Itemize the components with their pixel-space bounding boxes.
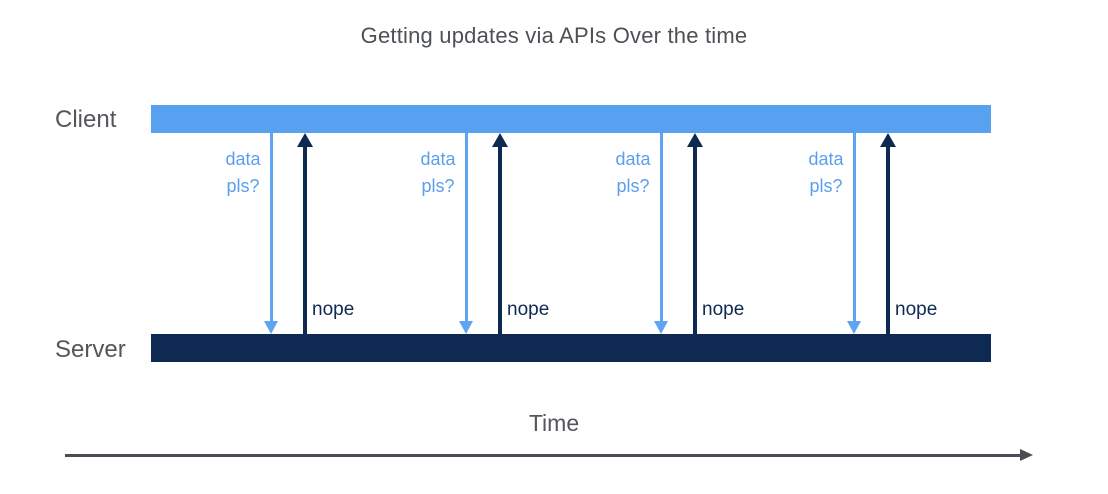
request-label: data pls? xyxy=(808,149,844,196)
request-arrow-down-icon xyxy=(654,133,668,334)
response-arrow-up-icon xyxy=(297,133,313,334)
arrowhead-icon xyxy=(880,133,896,147)
arrow-shaft xyxy=(464,133,468,321)
arrowhead-icon xyxy=(847,321,861,334)
response-label: nope xyxy=(895,299,938,320)
exchange-3: data pls? nope xyxy=(611,133,745,334)
exchange-2: data pls? nope xyxy=(416,133,550,334)
request-label: data pls? xyxy=(225,149,261,196)
time-axis-line xyxy=(65,454,1021,457)
request-label: data pls? xyxy=(615,149,651,196)
request-arrow-down-icon xyxy=(847,133,861,334)
arrowhead-icon xyxy=(264,321,278,334)
arrow-shaft xyxy=(269,133,273,321)
arrowhead-icon xyxy=(492,133,508,147)
arrow-shaft xyxy=(693,146,697,334)
server-lifeline-bar xyxy=(151,334,991,362)
arrowhead-icon xyxy=(687,133,703,147)
request-arrow-down-icon xyxy=(459,133,473,334)
arrow-shaft xyxy=(498,146,502,334)
request-label: data pls? xyxy=(420,149,456,196)
arrowhead-icon xyxy=(654,321,668,334)
response-arrow-up-icon xyxy=(880,133,896,334)
arrow-shaft xyxy=(659,133,663,321)
time-axis-label: Time xyxy=(528,410,580,436)
response-label: nope xyxy=(702,299,745,320)
request-arrow-down-icon xyxy=(264,133,278,334)
response-arrow-up-icon xyxy=(492,133,508,334)
client-lifeline-bar xyxy=(151,105,991,133)
time-axis-arrowhead-icon xyxy=(1020,449,1033,461)
arrow-shaft xyxy=(852,133,856,321)
diagram-title: Getting updates via APIs Over the time xyxy=(360,23,748,48)
exchange-1: data pls? nope xyxy=(221,133,355,334)
arrow-shaft xyxy=(303,146,307,334)
exchange-4: data pls? nope xyxy=(804,133,938,334)
response-label: nope xyxy=(312,299,355,320)
response-label: nope xyxy=(507,299,550,320)
response-arrow-up-icon xyxy=(687,133,703,334)
server-label: Server xyxy=(55,336,126,363)
arrow-shaft xyxy=(886,146,890,334)
client-label: Client xyxy=(55,106,117,133)
arrowhead-icon xyxy=(459,321,473,334)
arrowhead-icon xyxy=(297,133,313,147)
